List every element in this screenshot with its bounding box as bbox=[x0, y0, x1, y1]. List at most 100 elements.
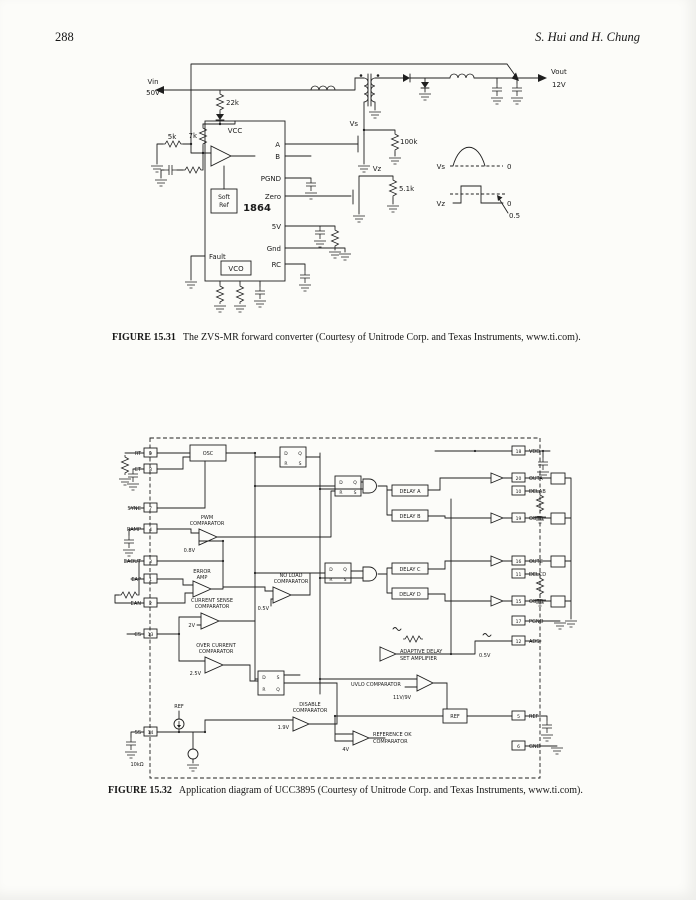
vout-arrow-icon bbox=[538, 74, 547, 82]
pin-number: 18 bbox=[516, 449, 522, 455]
diode-icon bbox=[216, 114, 224, 120]
fig32-block-labels: OSC PWM COMPARATOR ERROR AMP CURRENT SEN… bbox=[190, 451, 460, 745]
pin-name-gnd: GND bbox=[529, 744, 541, 750]
pin-number: 7 bbox=[149, 506, 152, 512]
over-current-comparator-label: OVER CURRENT bbox=[196, 643, 236, 649]
and-gate-icon bbox=[362, 478, 377, 494]
ic-ucc3895-outline bbox=[149, 437, 541, 779]
pin-number: 13 bbox=[148, 632, 154, 638]
delay-b-block bbox=[391, 509, 429, 522]
ref-block-label: REF bbox=[450, 714, 460, 720]
pin-name-outb: OUTB bbox=[529, 516, 544, 522]
pin-label-pgnd: PGND bbox=[261, 175, 281, 183]
diode-icon bbox=[421, 82, 429, 88]
ff-q: Q bbox=[298, 451, 302, 457]
resistor-5p1k-label: 5.1k bbox=[399, 185, 415, 193]
ff-d: D bbox=[262, 675, 266, 681]
fig32-values: 0.8V 2V 2.5V 0.5V 0.5V 11V/9V 1.9V 4V RE… bbox=[130, 548, 490, 768]
pin-label-5v: 5V bbox=[272, 223, 281, 231]
uvlo-comparator-icon bbox=[416, 674, 435, 692]
pwm-comparator-icon bbox=[198, 528, 219, 546]
waveform-vz-zero: 0 bbox=[507, 200, 511, 208]
soft-ref-box bbox=[210, 188, 238, 214]
flipflop-c bbox=[324, 562, 352, 584]
pin-label-vco: VCO bbox=[228, 265, 244, 273]
pin-box bbox=[143, 573, 158, 584]
pin-number: 6 bbox=[517, 744, 520, 750]
pin-box bbox=[511, 472, 526, 483]
delay-d-block bbox=[391, 587, 429, 600]
pin-box bbox=[511, 595, 526, 606]
outb-load bbox=[550, 512, 566, 525]
pin-name-ramp: RAMP bbox=[127, 527, 141, 533]
disable-threshold-value: 1.9V bbox=[278, 725, 290, 731]
reference-ok-comparator-icon bbox=[352, 730, 371, 746]
current-sense-comparator-label: COMPARATOR bbox=[195, 604, 230, 610]
outa-load bbox=[550, 472, 566, 485]
waveform-vz-label: Vz bbox=[437, 200, 446, 208]
pin-name-cs: CS bbox=[134, 632, 141, 638]
fig31-labels: Vin 50V Vout 12V 22k 7k 5k Vs 100k Vz 5.… bbox=[146, 68, 567, 273]
pin-box bbox=[143, 523, 158, 534]
resistor-7k-label: 7k bbox=[188, 132, 197, 140]
uvlo-comparator-label: UVLO COMPARATOR bbox=[351, 682, 401, 688]
fig32-wiring-internal bbox=[156, 450, 513, 764]
pin-name-outc: OUTC bbox=[529, 559, 543, 565]
pin-name-outd: OUTD bbox=[529, 599, 544, 605]
ss-resistor-value: 10kΩ bbox=[130, 762, 143, 768]
vin-voltage: 50V bbox=[146, 89, 160, 97]
ff-s: S bbox=[277, 675, 280, 681]
ff-d: D bbox=[329, 567, 333, 573]
pin-box bbox=[143, 555, 158, 566]
refok-threshold-value: 4V bbox=[342, 747, 349, 753]
pin-label-zero: Zero bbox=[265, 193, 281, 201]
fig31-wiring bbox=[156, 63, 540, 287]
pin-number: 8 bbox=[149, 467, 152, 473]
pin-box bbox=[511, 635, 526, 646]
pin-box bbox=[511, 568, 526, 579]
adaptive-delay-amp-icon bbox=[379, 646, 398, 662]
soft-label: Soft bbox=[218, 194, 230, 201]
resistor-5k-label: 5k bbox=[168, 133, 177, 141]
pin-name-delcd: DELCD bbox=[529, 572, 546, 578]
delay-a-block bbox=[391, 484, 429, 497]
pin-box bbox=[511, 710, 526, 721]
level-arrow-icon bbox=[497, 195, 503, 201]
waveform-half-level: 0.5 bbox=[509, 212, 520, 220]
pin-box bbox=[511, 512, 526, 523]
figure-32-schematic: 9 RT 8 CT 7 SYNC 4 RAMP 3 EAOUT 1 EAP 2 … bbox=[114, 437, 578, 779]
no-load-comparator-icon bbox=[272, 586, 293, 604]
waveform-vs-label: Vs bbox=[437, 163, 446, 171]
pwm-comparator-label: PWM bbox=[201, 515, 213, 521]
vout-voltage: 12V bbox=[552, 81, 566, 89]
fig32-wiring-right bbox=[524, 450, 572, 747]
pin-number: 2 bbox=[149, 601, 152, 607]
fig32-flipflop-letters: D Q R S D Q R S D Q R S D S R Q bbox=[262, 451, 357, 693]
page-number: 288 bbox=[55, 30, 74, 44]
fig32-components bbox=[118, 444, 578, 772]
pin-box bbox=[143, 597, 158, 608]
no-load-comparator-label: COMPARATOR bbox=[274, 579, 309, 585]
over-current-comparator-icon bbox=[204, 656, 225, 674]
outd-load bbox=[550, 595, 566, 608]
pin-name-ref: REF bbox=[529, 714, 539, 720]
pin-name-vdd: VDD bbox=[529, 449, 540, 455]
latch-block bbox=[257, 670, 285, 696]
current-source-icon bbox=[187, 748, 199, 760]
feedback-arrow-icon bbox=[511, 72, 519, 81]
ss-ref-label: REF bbox=[174, 704, 184, 710]
pin-number: 12 bbox=[516, 639, 522, 645]
figure-31-schematic: Vin 50V Vout 12V 22k 7k 5k Vs 100k Vz 5.… bbox=[146, 63, 567, 313]
output-driver-icon bbox=[490, 555, 505, 567]
vz-node-label: Vz bbox=[373, 165, 382, 173]
running-head-authors: S. Hui and H. Chung bbox=[535, 30, 640, 44]
pin-number: 17 bbox=[516, 619, 522, 625]
pin-number: 16 bbox=[516, 559, 522, 565]
pin-box bbox=[511, 445, 526, 456]
vs-node-label: Vs bbox=[350, 120, 359, 128]
error-amp-icon bbox=[192, 580, 213, 598]
pin-name-pgnd: PGND bbox=[529, 619, 544, 625]
flipflop-a bbox=[279, 446, 307, 468]
delay-a-label: DELAY A bbox=[399, 489, 421, 495]
